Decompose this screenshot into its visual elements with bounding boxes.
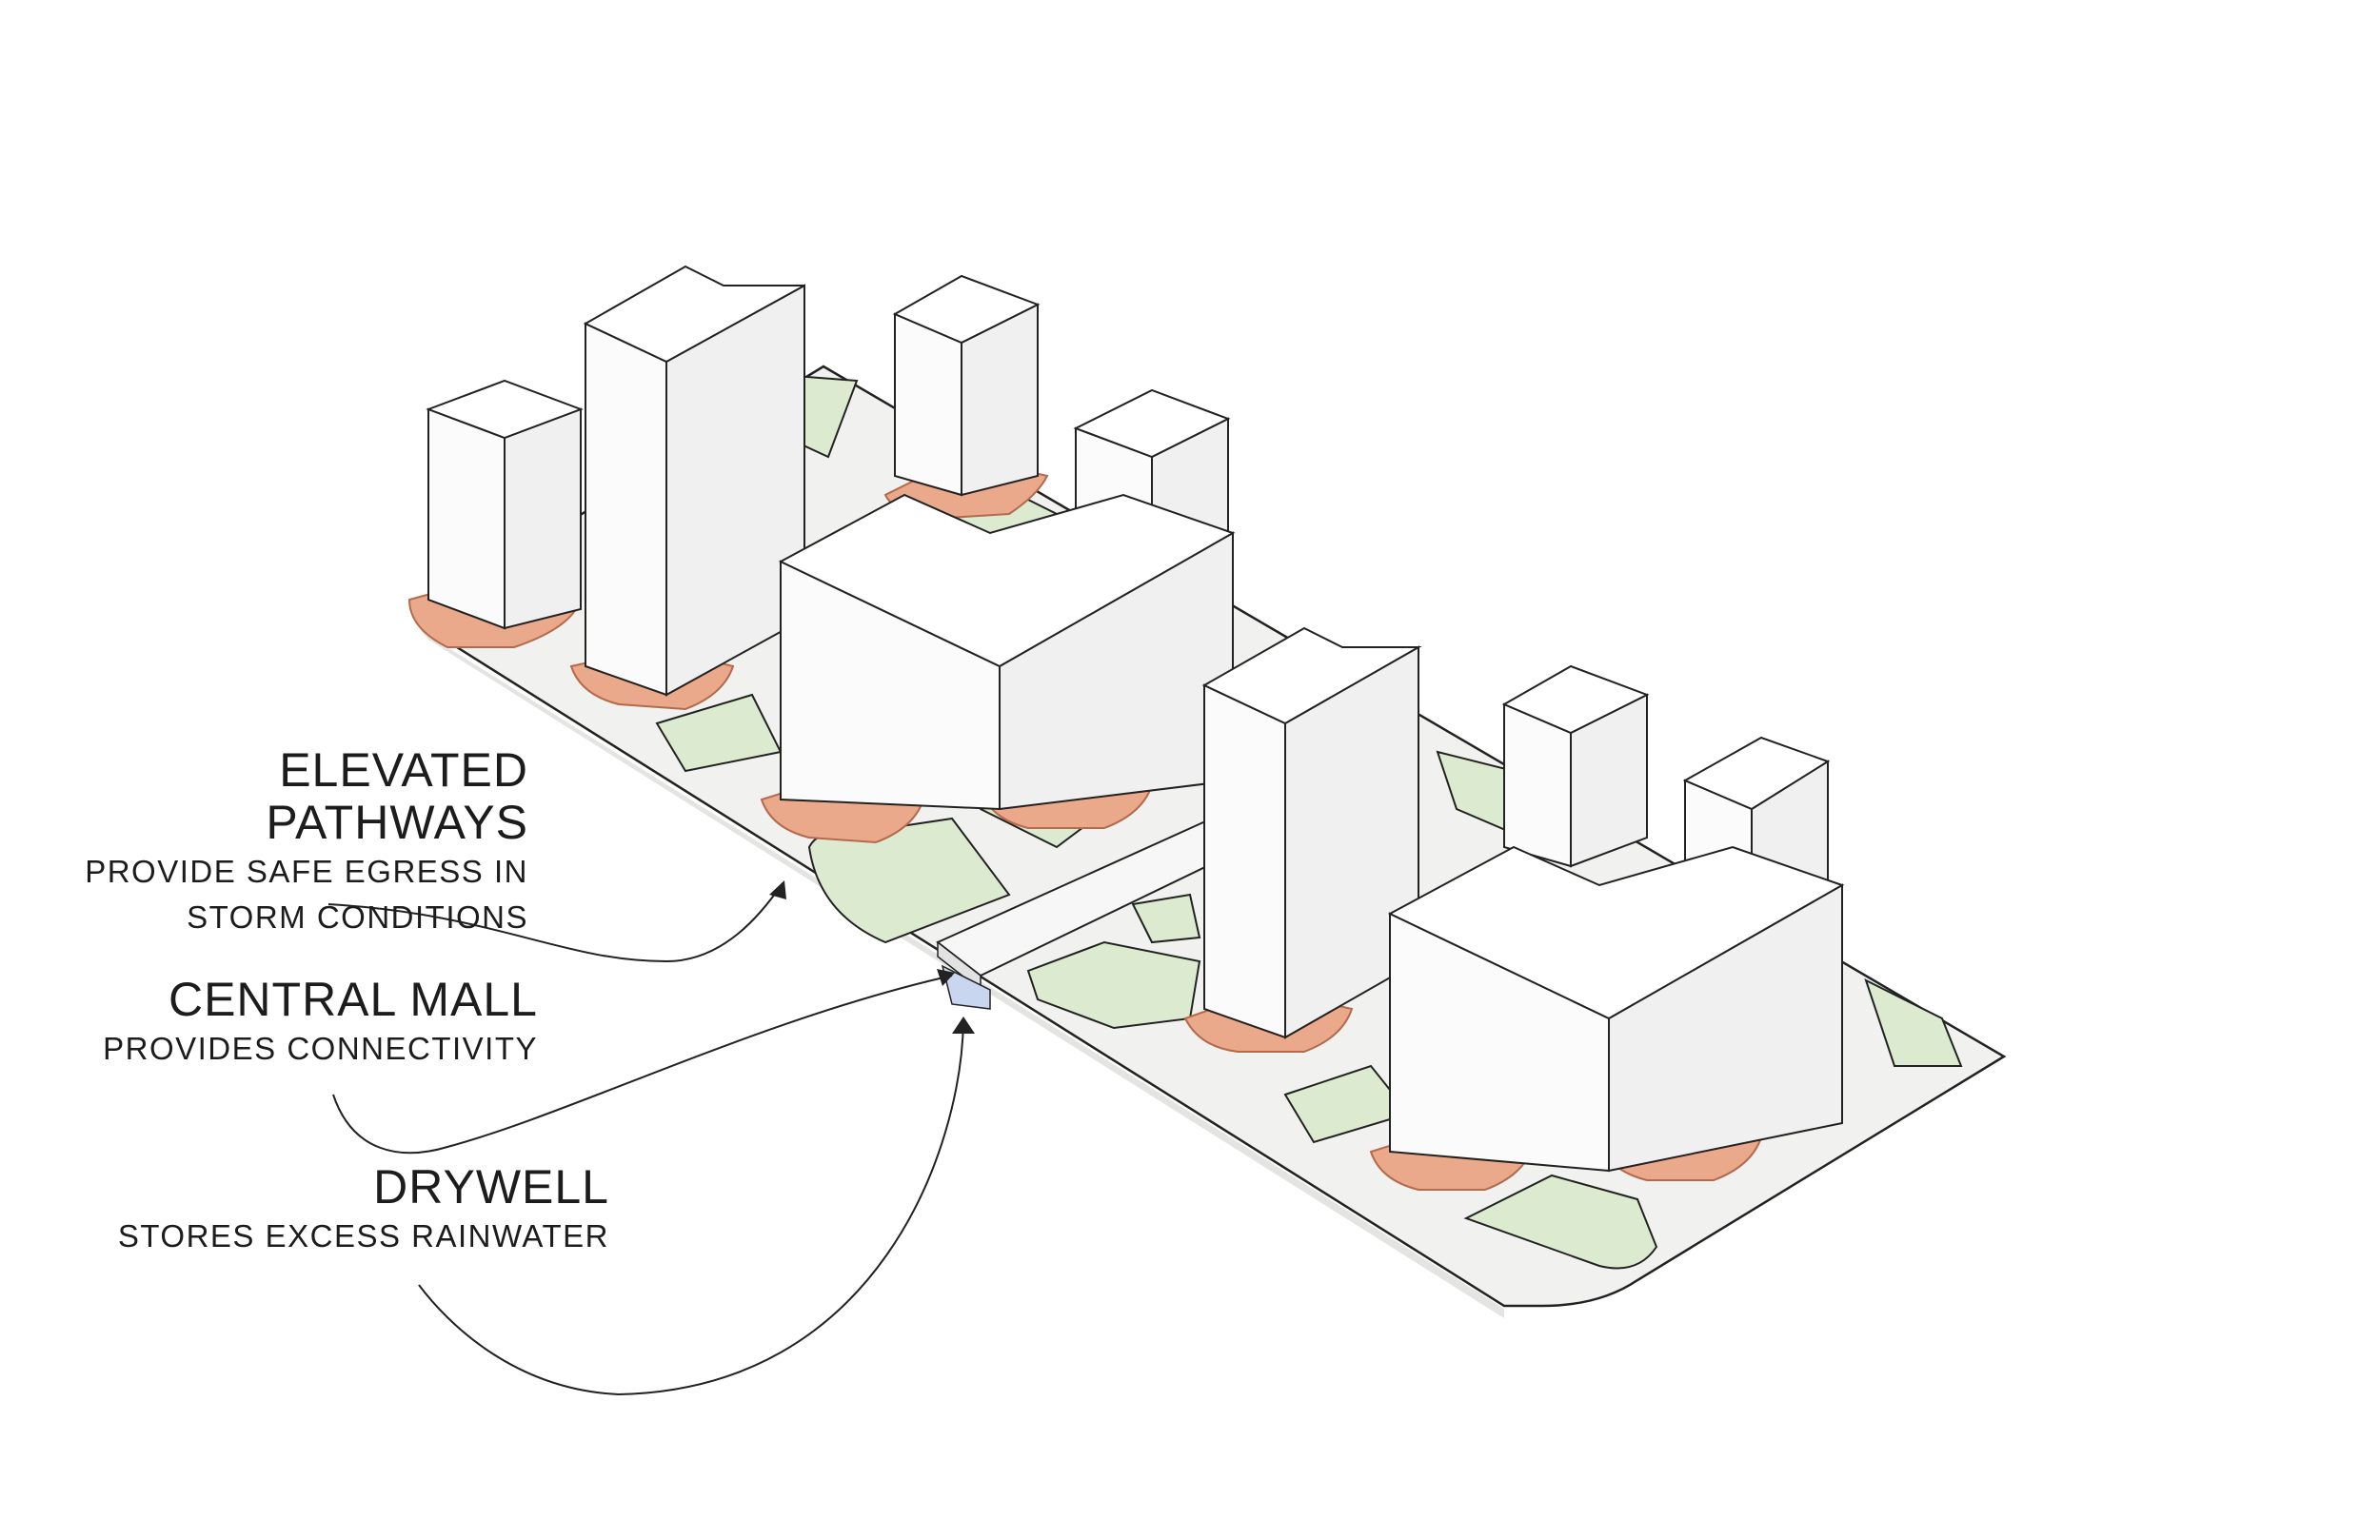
building-b: [569, 265, 805, 711]
leader-line-elevated-pathways: [327, 882, 783, 963]
building-i-top: [1387, 845, 1845, 1020]
building-a-left: [427, 407, 506, 630]
annotation-elevated-pathways-line-2: STORM CONDITIONS: [187, 898, 528, 935]
building-f-left: [1203, 683, 1286, 1039]
building-b-left: [585, 322, 667, 697]
building-e-top: [778, 493, 1236, 668]
leader-line-drywell: [418, 1019, 964, 1396]
arrow-head-icon: [952, 1017, 975, 1034]
annotation-elevated-pathways-title: ELEVATED PATHWAYS: [266, 743, 528, 849]
buildings: [407, 265, 1845, 1191]
annotation-drywell-line-1: STORES EXCESS RAINWATER: [117, 1218, 609, 1254]
annotation-central-mall: CENTRAL MALL PROVIDES CONNECTIVITY: [38, 974, 538, 1072]
building-g-top: [1501, 664, 1650, 735]
green-space-11: [1864, 978, 1963, 1067]
leader-lines: [327, 882, 964, 1396]
arrow-head-icon: [769, 880, 786, 899]
building-f-top: [1201, 626, 1422, 725]
leader-line-central-mall: [332, 975, 953, 1155]
building-f: [1183, 626, 1422, 1053]
arrow-head-icon: [937, 969, 955, 986]
building-i: [1369, 845, 1845, 1191]
annotation-elevated-pathways-line-1: PROVIDE SAFE EGRESS IN: [85, 854, 528, 889]
building-a-right: [504, 407, 582, 630]
building-a-top: [426, 379, 584, 440]
building-e: [760, 493, 1236, 844]
annotation-drywell-title: DRYWELL: [373, 1160, 609, 1214]
annotation-elevated-pathways: ELEVATED PATHWAYS PROVIDE SAFE EGRESS IN…: [38, 744, 528, 940]
annotation-drywell: DRYWELL STORES EXCESS RAINWATER: [38, 1161, 609, 1259]
building-c: [883, 274, 1049, 521]
green-space-10: [1463, 1174, 1658, 1270]
building-g: [1501, 664, 1650, 868]
building-d-top: [1073, 388, 1231, 459]
green-space-7: [1131, 893, 1201, 944]
building-c-top: [892, 274, 1041, 345]
building-c-left: [894, 312, 962, 497]
drywell-chamber: [941, 964, 991, 1010]
annotation-central-mall-title: CENTRAL MALL: [168, 973, 538, 1026]
building-h-top: [1682, 736, 1831, 811]
building-a: [407, 379, 584, 648]
building-b-top: [583, 265, 805, 364]
arrowheads: [769, 880, 975, 1034]
annotation-central-mall-line-1: PROVIDES CONNECTIVITY: [103, 1031, 538, 1066]
